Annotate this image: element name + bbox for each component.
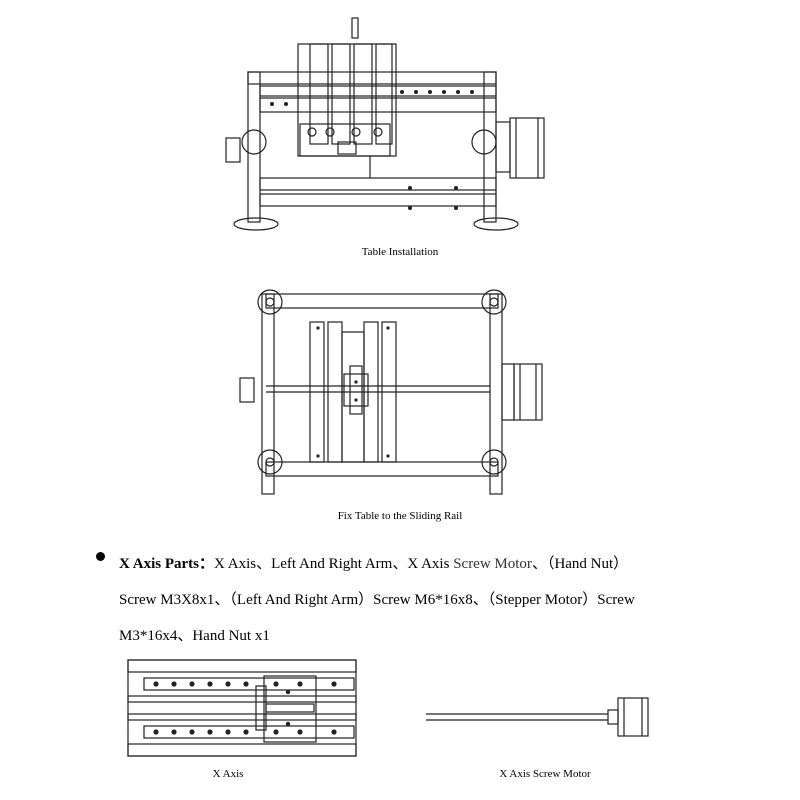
parts-list-line3: M3*16x4、Hand Nut x1 xyxy=(119,628,270,644)
table-installation-illustration xyxy=(225,17,545,231)
caption-fix-table: Fix Table to the Sliding Rail xyxy=(337,510,463,522)
caption-x-axis-screw-motor: X Axis Screw Motor xyxy=(499,768,591,780)
fix-table-illustration xyxy=(239,289,543,495)
parts-list-text: X Axis Parts：X Axis、Left And Right Arm、X… xyxy=(119,546,779,654)
x-axis-screw-motor-illustration xyxy=(426,697,649,737)
caption-table-installation: Table Installation xyxy=(361,246,439,258)
bullet-icon xyxy=(96,552,105,561)
caption-x-axis: X Axis xyxy=(212,768,244,780)
parts-list-line2: Screw M3X8x1、（Left And Right Arm）Screw M… xyxy=(119,592,635,608)
parts-list-line1-b: Screw Motor xyxy=(453,556,532,572)
parts-list-line1-a: X Axis、Left And Right Arm、X Axis xyxy=(214,556,454,572)
parts-list-line1-c: 、（Hand Nut） xyxy=(531,556,629,572)
parts-list-heading: X Axis Parts： xyxy=(119,556,214,572)
x-axis-illustration xyxy=(127,659,357,757)
